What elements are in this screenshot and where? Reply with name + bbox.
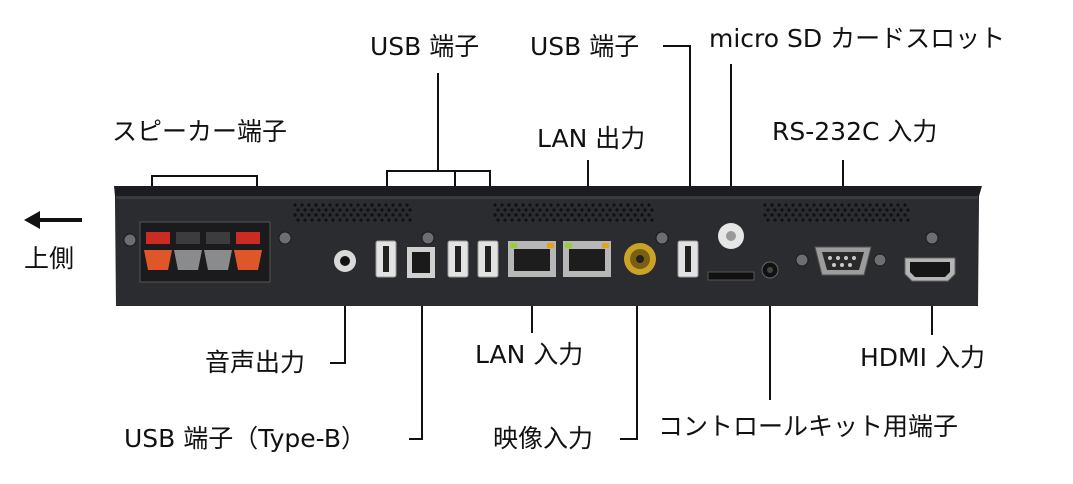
label-lan-out: LAN 出力	[537, 124, 646, 153]
speaker-terminal-block	[139, 221, 271, 283]
audio-out-jack	[334, 250, 356, 272]
leader-lines	[151, 45, 933, 440]
screw-icon	[123, 231, 939, 267]
rs232c-port	[814, 246, 872, 276]
label-speaker: スピーカー端子	[112, 117, 288, 146]
micro-sd-slot	[707, 223, 755, 281]
usb-type-b-port	[407, 247, 435, 278]
label-usb-type-b: USB 端子（Type-B）	[124, 424, 366, 453]
label-audio-out: 音声出力	[205, 348, 306, 377]
control-kit-jack	[761, 261, 779, 279]
label-micro-sd: micro SD カードスロット	[709, 24, 1006, 53]
label-control-kit: コントロールキット用端子	[658, 412, 959, 441]
lan-port	[508, 241, 611, 277]
video-in-jack	[624, 243, 656, 275]
label-side-top: 上側	[24, 244, 75, 273]
left-arrow-icon	[24, 211, 82, 229]
label-hdmi-in: HDMI 入力	[860, 343, 985, 372]
label-usb-top-right: USB 端子	[530, 32, 640, 61]
label-lan-in: LAN 入力	[475, 340, 584, 369]
vent-grill	[293, 203, 910, 222]
label-usb-top-left: USB 端子	[370, 32, 480, 61]
label-rs232c: RS-232C 入力	[772, 117, 938, 146]
label-video-in: 映像入力	[493, 424, 594, 453]
hdmi-port	[904, 257, 956, 282]
